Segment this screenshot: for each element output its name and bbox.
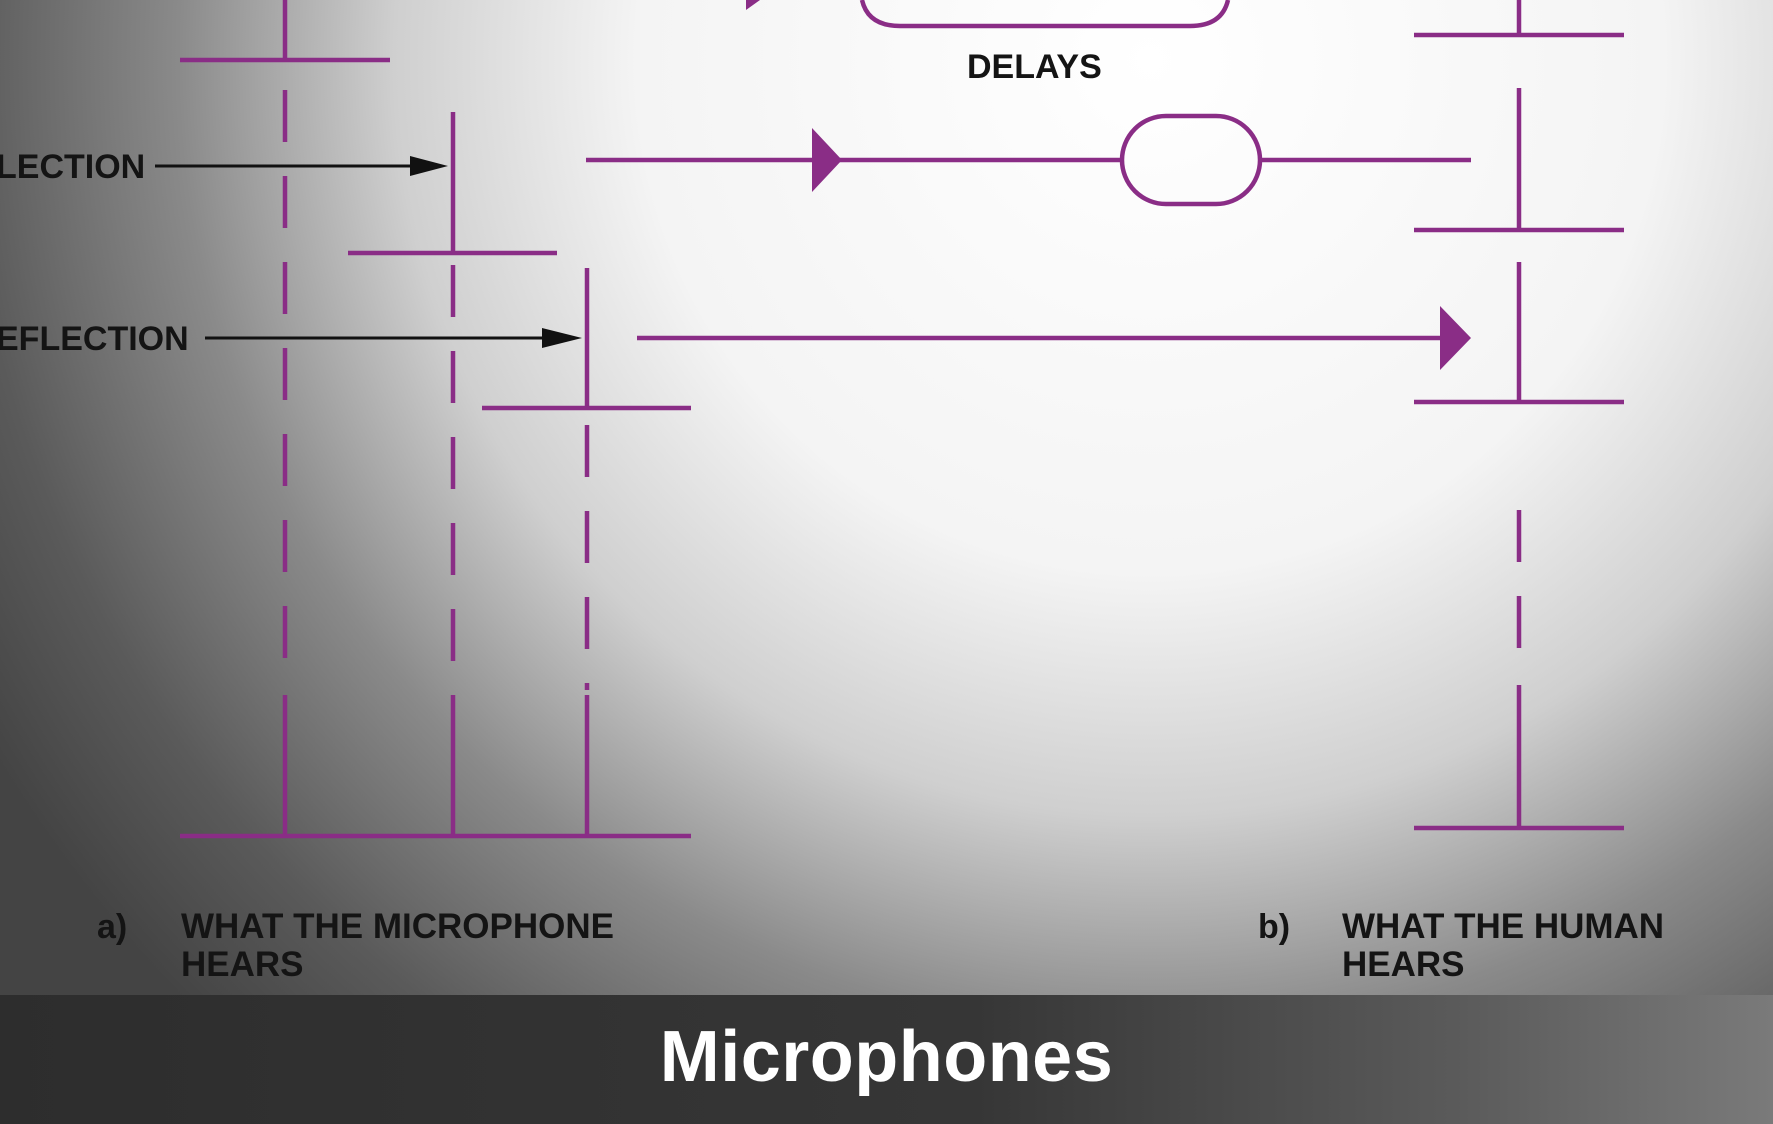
delays-label: DELAYS [967, 48, 1102, 86]
panel-a-caption-line2: HEARS [181, 945, 304, 984]
panel-b-impulses [1414, 0, 1624, 831]
middle-delay-arrowhead [812, 128, 842, 192]
panel-a-letter: a) [97, 908, 127, 946]
first-reflection-pointer-head [410, 156, 448, 176]
middle-delay-block [1119, 113, 1263, 207]
panel-b-caption-line2: HEARS [1342, 945, 1465, 984]
delay-paths [586, 0, 1471, 370]
reflection-diagram: DELAYS LECTION EFLECTION a) WHAT THE MIC… [0, 0, 1664, 984]
title-bar: Microphones [0, 995, 1773, 1124]
panel-b-caption-line1: WHAT THE HUMAN [1342, 907, 1664, 946]
slide-title: Microphones [659, 1016, 1114, 1097]
second-reflection-pointer-head [542, 328, 582, 348]
reflection-pointers [155, 156, 582, 348]
top-delay-block [859, 0, 1231, 29]
panel-b-letter: b) [1258, 908, 1290, 946]
first-reflection-label: LECTION [0, 148, 145, 186]
second-reflection-label: EFLECTION [0, 320, 189, 358]
lower-path-arrowhead [1440, 306, 1471, 370]
panel-a-impulses [180, 0, 691, 839]
panel-a-caption-line1: WHAT THE MICROPHONE [181, 907, 614, 946]
top-delay-arrowhead [746, 0, 760, 10]
